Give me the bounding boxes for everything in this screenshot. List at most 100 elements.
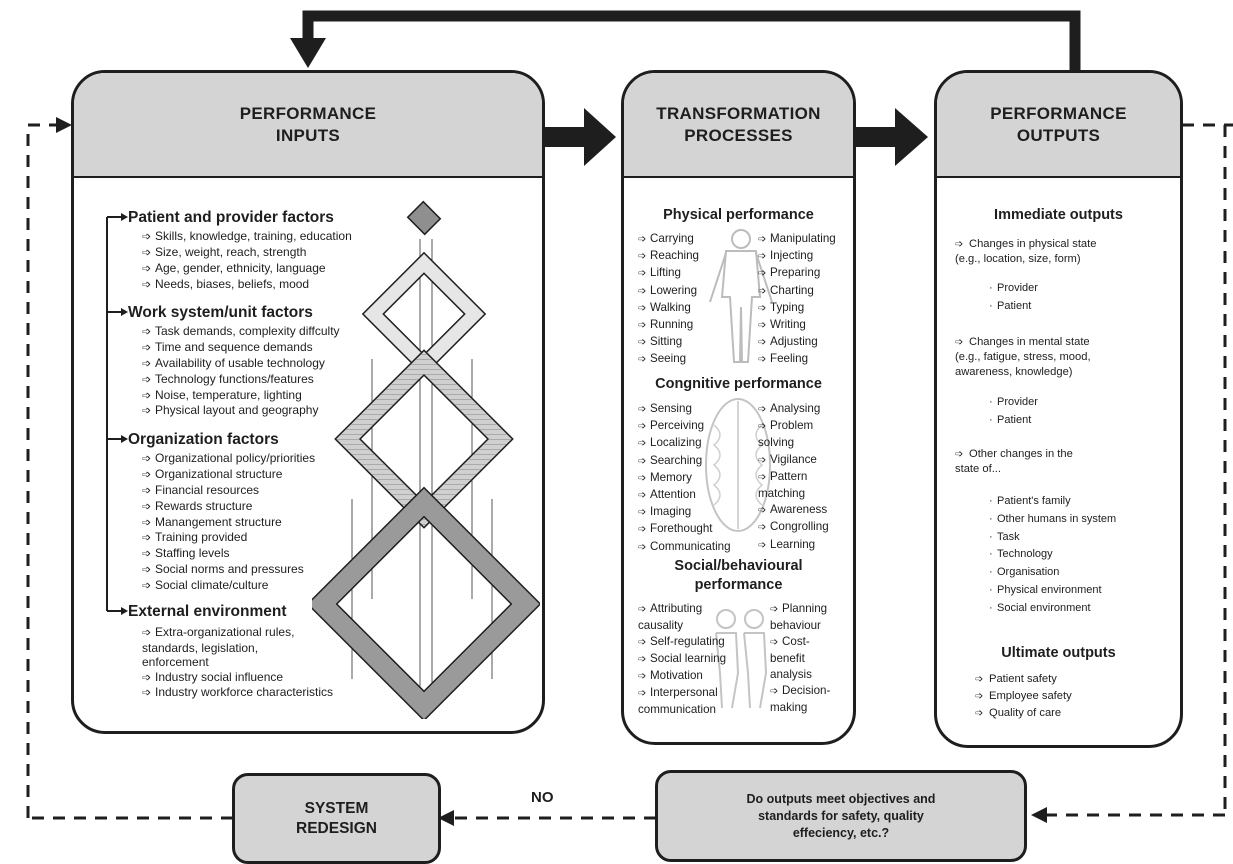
physical-performance-heading: Physical performance [663, 207, 814, 223]
list-item: Training provided [142, 530, 315, 546]
list-item: Attributing causality [638, 601, 726, 634]
inputs-to-transformation-arrow [544, 108, 616, 166]
list-item: Social climate/culture [142, 578, 315, 594]
list-item: Provider [989, 280, 1038, 298]
transformation-to-outputs-arrow [855, 108, 928, 166]
list-item: Noise, temperature, lighting [142, 388, 340, 404]
list-item: Organizational policy/priorities [142, 451, 315, 467]
list-item: Task demands, complexity diffculty [142, 324, 340, 340]
list-item: Lowering [638, 283, 699, 300]
other-state-subjects: Patient's family Other humans in system … [989, 493, 1116, 618]
patient-provider-factors-heading: Patient and provider factors [128, 209, 334, 226]
list-item: Manipulating [758, 231, 836, 248]
immediate-outputs-heading: Immediate outputs [994, 207, 1123, 223]
list-item: Pattern matching [758, 469, 829, 502]
list-item: Feeling [758, 351, 836, 368]
list-item: Communicating [638, 539, 731, 556]
social-behavioural-performance-heading: Social/behavioural performance [674, 558, 803, 593]
list-item: Availability of usable technology [142, 356, 340, 372]
list-item: Size, weight, reach, strength [142, 245, 352, 261]
external-environment-list: Extra-organizational rules, standards, l… [142, 625, 333, 701]
list-item: Typing [758, 300, 836, 317]
list-item: Walking [638, 300, 699, 317]
list-item: Rewards structure [142, 499, 315, 515]
cognitive-left-list: Sensing Perceiving Localizing Searching … [638, 401, 731, 556]
list-item: Industry workforce characteristics [142, 685, 333, 701]
list-item: Awareness [758, 502, 829, 519]
list-item: Social environment [989, 600, 1116, 618]
list-item: Industry social influence [142, 670, 333, 686]
ultimate-outputs-list: Patient safety Employee safety Quality o… [975, 671, 1072, 722]
list-item: Sitting [638, 334, 699, 351]
list-item: Imaging [638, 504, 731, 521]
list-item: Time and sequence demands [142, 340, 340, 356]
mental-state-change: Changes in mental state (e.g., fatigue, … [955, 335, 1091, 380]
list-item: Quality of care [975, 705, 1072, 722]
top-feedback-arrow [290, 10, 1081, 78]
list-item: Adjusting [758, 334, 836, 351]
external-environment-heading: External environment [128, 603, 287, 620]
list-item: Seeing [638, 351, 699, 368]
inputs-group-bracket [106, 213, 128, 615]
list-item: Technology functions/features [142, 372, 340, 388]
list-item: Patient [989, 298, 1038, 316]
work-system-unit-factors-list: Task demands, complexity diffculty Time … [142, 324, 340, 419]
transformation-processes-header: TRANSFORMATION PROCESSES [624, 73, 853, 178]
physical-left-list: Carrying Reaching Lifting Lowering Walki… [638, 231, 699, 369]
performance-outputs-title: PERFORMANCE OUTPUTS [990, 103, 1127, 145]
transformation-processes-panel: TRANSFORMATION PROCESSES Physical perfor… [621, 70, 856, 745]
list-item: Decision- making [770, 683, 830, 716]
list-item: Vigilance [758, 452, 829, 469]
list-item: Patient [989, 412, 1038, 430]
list-item: Searching [638, 453, 731, 470]
list-item: Financial resources [142, 483, 315, 499]
list-item: Patient's family [989, 493, 1116, 511]
physical-right-list: Manipulating Injecting Preparing Chartin… [758, 231, 836, 369]
list-item: Organisation [989, 564, 1116, 582]
list-item: Cost- benefit analysis [770, 634, 830, 683]
work-system-unit-factors-heading: Work system/unit factors [128, 304, 313, 321]
performance-inputs-header: PERFORMANCE INPUTS [74, 73, 542, 178]
list-item: Social norms and pressures [142, 562, 315, 578]
redesign-feedback-dashed-arrow [26, 117, 233, 820]
list-item: Staffing levels [142, 546, 315, 562]
list-item: Planning behaviour [770, 601, 830, 634]
list-item: Skills, knowledge, training, education [142, 229, 352, 245]
list-item: Technology [989, 546, 1116, 564]
list-item: Localizing [638, 435, 731, 452]
list-item: Organizational structure [142, 467, 315, 483]
performance-outputs-panel: PERFORMANCE OUTPUTS Immediate outputs Ch… [934, 70, 1183, 748]
list-item: Other changes in the state of... [955, 447, 1073, 477]
list-item: Provider [989, 394, 1038, 412]
list-item: Memory [638, 470, 731, 487]
list-item: Perceiving [638, 418, 731, 435]
list-item: Sensing [638, 401, 731, 418]
list-item: Forethought [638, 521, 731, 538]
list-item: Learning [758, 537, 829, 554]
list-item: Changes in physical state (e.g., locatio… [955, 237, 1097, 267]
list-item: Manangement structure [142, 515, 315, 531]
list-item: Writing [758, 317, 836, 334]
physical-state-subjects: Provider Patient [989, 280, 1038, 316]
list-item: Interpersonal communication [638, 685, 726, 718]
system-redesign-box: SYSTEM REDESIGN [232, 773, 441, 864]
list-item: Motivation [638, 668, 726, 685]
social-right-list: Planning behaviour Cost- benefit analysi… [770, 601, 830, 716]
list-item: Injecting [758, 248, 836, 265]
list-item: Age, gender, ethnicity, language [142, 261, 352, 277]
performance-outputs-header: PERFORMANCE OUTPUTS [937, 73, 1180, 178]
ultimate-outputs-heading: Ultimate outputs [1001, 645, 1116, 661]
cognitive-right-list: Analysing Problem solving Vigilance Patt… [758, 401, 829, 554]
list-item: Social learning [638, 651, 726, 668]
list-item: Analysing [758, 401, 829, 418]
no-dashed-arrow [438, 810, 656, 826]
performance-inputs-panel: PERFORMANCE INPUTS Patient and provider … [71, 70, 545, 734]
list-item: Task [989, 529, 1116, 547]
list-item: Employee safety [975, 688, 1072, 705]
list-item: Attention [638, 487, 731, 504]
organization-factors-heading: Organization factors [128, 431, 279, 448]
list-item: Other humans in system [989, 511, 1116, 529]
list-item: Physical layout and geography [142, 403, 340, 419]
list-item: Physical environment [989, 582, 1116, 600]
